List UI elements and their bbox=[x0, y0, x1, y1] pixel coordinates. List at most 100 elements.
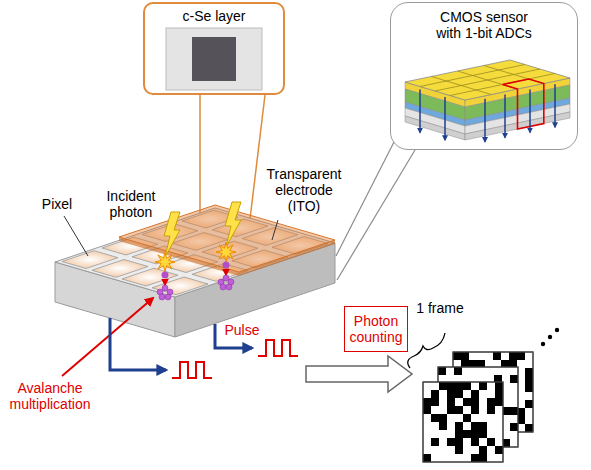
charge-dot bbox=[162, 262, 230, 279]
frame-pixel bbox=[446, 391, 454, 399]
callout-pointer bbox=[200, 95, 265, 219]
absorption-burst bbox=[216, 242, 236, 262]
frame-pixel bbox=[517, 352, 525, 360]
frame-pixel bbox=[431, 398, 439, 406]
pixel-label: Pixel bbox=[40, 196, 74, 212]
frame-pixel bbox=[478, 431, 486, 439]
frame-pixel bbox=[447, 390, 455, 398]
callout-pointer bbox=[337, 150, 415, 280]
photon-bolt bbox=[225, 202, 241, 247]
frame-pixel bbox=[471, 430, 479, 438]
multiplication-arrow bbox=[164, 279, 166, 285]
frame-pixel bbox=[438, 367, 446, 375]
frame-pixel bbox=[509, 352, 517, 360]
charge-cluster bbox=[223, 275, 229, 281]
charge-cluster bbox=[157, 275, 234, 300]
signal-arrow bbox=[529, 89, 531, 132]
frame-pixel bbox=[454, 367, 462, 375]
frame-pixel bbox=[509, 424, 517, 432]
frame-pixel bbox=[454, 439, 462, 447]
photon-bolt bbox=[164, 212, 180, 257]
frame-pixel bbox=[471, 406, 479, 414]
frame-pixel bbox=[431, 414, 439, 422]
signal-arrow bbox=[554, 84, 556, 127]
charge-cluster bbox=[162, 285, 168, 291]
charge-dot bbox=[162, 272, 169, 279]
pulse-waveform bbox=[172, 340, 298, 378]
sample-photo bbox=[166, 28, 262, 90]
frame-pixel bbox=[510, 407, 518, 415]
frame-pixel bbox=[423, 398, 431, 406]
frame-pixel bbox=[463, 430, 471, 438]
frame-pixel bbox=[479, 446, 487, 454]
frame-pixel bbox=[525, 424, 533, 432]
frame-pixel bbox=[479, 454, 487, 462]
frame-pixel bbox=[447, 438, 455, 446]
frame-pixel bbox=[495, 382, 503, 390]
frame-pixel bbox=[439, 382, 447, 390]
frame-border bbox=[423, 382, 503, 462]
signal-arrow bbox=[419, 90, 421, 133]
frame-pixel bbox=[471, 438, 479, 446]
frame-pixel bbox=[463, 382, 471, 390]
charge-dot bbox=[223, 262, 230, 269]
binary-frame bbox=[423, 352, 533, 462]
frame-pixel bbox=[494, 399, 502, 407]
process-box: Photon counting bbox=[344, 306, 408, 352]
frame-pixel bbox=[495, 446, 503, 454]
frame-pixel bbox=[509, 376, 517, 384]
signal-arrow bbox=[444, 97, 446, 140]
pulse-waveform bbox=[258, 340, 298, 356]
frame-pixel bbox=[462, 415, 470, 423]
cmos-stack bbox=[405, 60, 570, 142]
leader-line bbox=[272, 220, 278, 240]
frame-pixel bbox=[455, 446, 463, 454]
signal-arrow bbox=[110, 318, 166, 370]
signal-arrow bbox=[504, 95, 506, 138]
frame-pixel bbox=[510, 375, 518, 383]
electrode-label: Transparent electrode (ITO) bbox=[262, 166, 346, 214]
frame-pixel bbox=[447, 382, 455, 390]
sensor-layer bbox=[405, 116, 465, 140]
frame-pixel bbox=[510, 423, 518, 431]
callout-pointer bbox=[199, 95, 201, 213]
frame-pixel bbox=[463, 398, 471, 406]
frame-pixel bbox=[431, 390, 439, 398]
sensor-top bbox=[405, 60, 570, 100]
frame-pixel bbox=[493, 352, 501, 360]
frame-pixel bbox=[525, 368, 533, 376]
c-se-sheet bbox=[239, 240, 335, 276]
frame-pixel bbox=[487, 398, 495, 406]
frame-pixel bbox=[431, 438, 439, 446]
frame-pixel bbox=[455, 390, 463, 398]
frame-pixel bbox=[455, 382, 463, 390]
frame-pixel bbox=[525, 376, 533, 384]
frame-pixel bbox=[439, 422, 447, 430]
node-text: CMOS sensor with 1-bit ADCs bbox=[430, 9, 538, 41]
frame-pixel bbox=[486, 407, 494, 415]
frame-pixel bbox=[479, 422, 487, 430]
frame-pixel bbox=[494, 391, 502, 399]
frame-pixel bbox=[454, 431, 462, 439]
frame-pixel bbox=[447, 398, 455, 406]
frame-pixel bbox=[479, 430, 487, 438]
frame-pixel bbox=[455, 430, 463, 438]
frame-pixel bbox=[447, 406, 455, 414]
frame-pixel bbox=[446, 383, 454, 391]
frame-pixel bbox=[439, 414, 447, 422]
charge-cluster bbox=[165, 294, 171, 300]
pointer-arrow bbox=[62, 298, 153, 376]
frame-pixel bbox=[471, 422, 479, 430]
frame-pixel bbox=[453, 352, 461, 360]
frame-pixel bbox=[486, 439, 494, 447]
callout-pointer bbox=[250, 95, 265, 219]
frame-pixel bbox=[495, 390, 503, 398]
continuation-dots bbox=[541, 342, 545, 346]
pulse-waveform bbox=[172, 362, 212, 378]
frame-pixel bbox=[509, 408, 517, 416]
continuation-dots bbox=[555, 328, 559, 332]
frame-pixel bbox=[470, 407, 478, 415]
charge-cluster bbox=[226, 284, 232, 290]
pixel-cell bbox=[152, 277, 208, 295]
